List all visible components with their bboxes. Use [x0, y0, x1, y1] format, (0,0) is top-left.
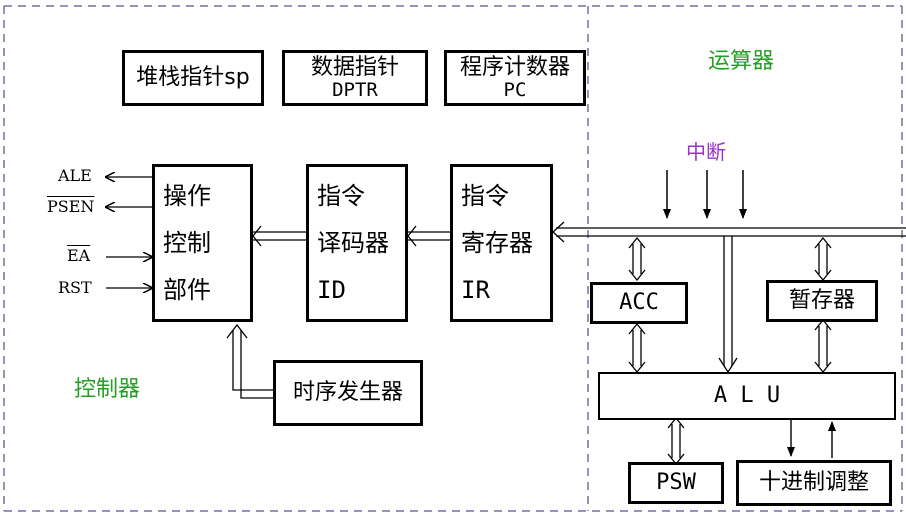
acc-label: ACC: [619, 290, 659, 315]
acc-bus-arrow: [628, 236, 646, 282]
signal-ea: EA: [67, 246, 91, 265]
instruction-decoder-box: 指令 译码器 ID: [306, 164, 408, 322]
acc-alu-arrow: [628, 322, 646, 374]
id-line-1: 指令: [317, 182, 365, 211]
op-line-2: 控制: [163, 228, 211, 257]
temp-register-box: 暂存器: [766, 280, 878, 322]
interrupt-arrows: [663, 170, 747, 219]
stack-pointer-box: 堆栈指针sp: [122, 50, 264, 106]
timing-generator-box: 时序发生器: [273, 360, 423, 426]
signal-arrows: [106, 177, 152, 288]
timing-arrow: [226, 323, 273, 399]
stack-pointer-label: 堆栈指针sp: [136, 65, 250, 90]
alu-box: A L U: [598, 372, 896, 420]
signal-ale: ALE: [58, 166, 92, 185]
bus-alu-arrow: [718, 236, 738, 374]
decimal-adjust-box: 十进制调整: [736, 460, 892, 506]
ir-line-2: 寄存器: [461, 228, 533, 257]
alu-da-arrows: [787, 420, 836, 458]
region-borders: [3, 5, 903, 512]
interrupt-label: 中断: [686, 140, 726, 164]
id-line-2: 译码器: [317, 228, 389, 257]
controller-region-label: 控制器: [74, 377, 141, 402]
timing-generator-label: 时序发生器: [292, 380, 403, 405]
id-line-3: ID: [317, 275, 346, 304]
temp-register-label: 暂存器: [788, 288, 855, 313]
ir-line-3: IR: [461, 275, 490, 304]
decimal-adjust-label: 十进制调整: [758, 470, 869, 495]
op-line-3: 部件: [163, 275, 211, 304]
program-counter-abbr: PC: [503, 78, 527, 101]
psw-box: PSW: [628, 462, 724, 504]
ir-line-1: 指令: [461, 182, 509, 211]
instruction-register-box: 指令 寄存器 IR: [450, 164, 553, 322]
internal-bus: [552, 221, 906, 243]
program-counter-box: 程序计数器 PC: [444, 50, 586, 106]
temp-bus-arrow: [814, 236, 832, 282]
alu-psw-arrow: [667, 416, 685, 466]
temp-alu-arrow: [814, 318, 832, 374]
signal-rst: RST: [58, 278, 92, 297]
decode-arrows: [252, 225, 450, 247]
data-pointer-label: 数据指针: [310, 54, 399, 80]
psw-label: PSW: [656, 470, 696, 495]
op-line-1: 操作: [163, 182, 211, 211]
acc-box: ACC: [590, 282, 688, 324]
arithmetic-region-label: 运算器: [708, 49, 775, 74]
data-pointer-abbr: DPTR: [332, 78, 378, 101]
operation-control-box: 操作 控制 部件: [152, 164, 253, 322]
program-counter-label: 程序计数器: [459, 54, 570, 80]
data-pointer-box: 数据指针 DPTR: [282, 50, 428, 106]
signal-psen: PSEN: [47, 197, 95, 216]
alu-label: A L U: [713, 383, 781, 408]
